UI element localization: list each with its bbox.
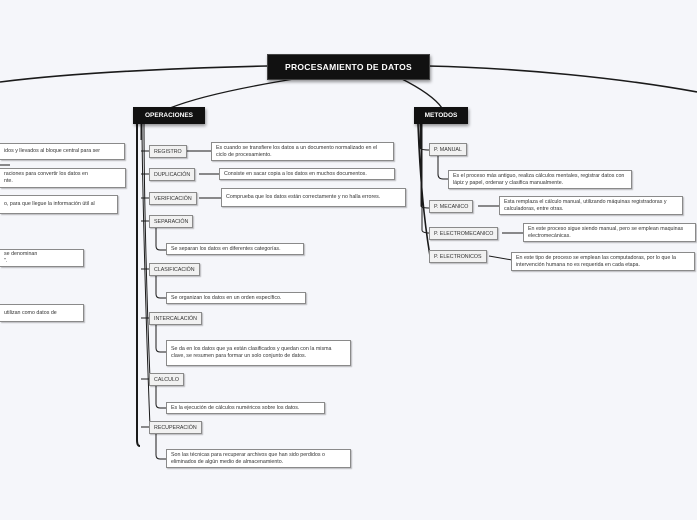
note-p-mecanico[interactable]: Esta remplaza el cálculo manual, utiliza… xyxy=(499,196,683,215)
left-note-fragment[interactable]: raciones para convertir los datos en nte… xyxy=(0,168,126,188)
note-calculo[interactable]: Es la ejecución de cálculos numéricos so… xyxy=(166,402,325,414)
fragment-line: ". xyxy=(4,258,8,264)
left-note-fragment[interactable]: o, para que llegue la información útil a… xyxy=(0,195,118,214)
note-p-manual[interactable]: Es el proceso más antiguo, realiza cálcu… xyxy=(448,170,632,189)
subtopic-p-electronicos[interactable]: P. ELECTRONICOS xyxy=(429,250,487,263)
subtopic-p-electromecanico[interactable]: P. ELECTROMECANICO xyxy=(429,227,499,240)
fragment-line: nte. xyxy=(4,178,13,184)
operaciones-topic[interactable]: OPERACIONES xyxy=(133,107,205,124)
fragment-line: se denominan xyxy=(4,251,38,257)
note-intercalacion[interactable]: Se da en los datos que ya están clasific… xyxy=(166,340,351,366)
root-topic[interactable]: PROCESAMIENTO DE DATOS xyxy=(267,54,430,80)
subtopic-clasificacion[interactable]: CLASIFICACIÓN xyxy=(149,263,200,276)
note-registro[interactable]: Es cuando se transfiere los datos a un d… xyxy=(211,142,394,161)
subtopic-p-mecanico[interactable]: P. MECANICO xyxy=(429,200,474,213)
note-recuperacion[interactable]: Son las técnicas para recuperar archivos… xyxy=(166,449,351,468)
subtopic-registro[interactable]: REGISTRO xyxy=(149,145,187,158)
note-separacion[interactable]: Se separan los datos en diferentes categ… xyxy=(166,243,304,255)
subtopic-verificacion[interactable]: VERIFICACIÓN xyxy=(149,192,197,205)
left-note-fragment[interactable]: utilizan como datos de xyxy=(0,304,84,322)
subtopic-p-manual[interactable]: P. MANUAL xyxy=(429,143,467,156)
note-p-electromecanico[interactable]: En este proceso sigue siendo manual, per… xyxy=(523,223,696,242)
subtopic-intercalacion[interactable]: INTERCALACIÓN xyxy=(149,312,202,325)
subtopic-recuperacion[interactable]: RECUPERACIÓN xyxy=(149,421,202,434)
subtopic-calculo[interactable]: CALCULO xyxy=(149,373,185,386)
subtopic-separacion[interactable]: SEPARACIÓN xyxy=(149,215,194,228)
note-p-electronicos[interactable]: En este tipo de proceso se emplean las c… xyxy=(511,252,695,271)
left-note-fragment[interactable]: idos y llevados al bloque central para s… xyxy=(0,143,125,160)
note-clasificacion[interactable]: Se organizan los datos en un orden espec… xyxy=(166,292,306,304)
metodos-topic[interactable]: METODOS xyxy=(414,107,468,124)
fragment-line: raciones para convertir los datos en xyxy=(4,171,88,177)
subtopic-duplicacion[interactable]: DUPLICACIÓN xyxy=(149,168,196,181)
note-verificacion[interactable]: Comprueba que los datos están correctame… xyxy=(221,188,406,207)
note-duplicacion[interactable]: Consiste en sacar copia a los datos en m… xyxy=(219,168,395,180)
left-note-fragment[interactable]: se denominan ". xyxy=(0,249,84,267)
